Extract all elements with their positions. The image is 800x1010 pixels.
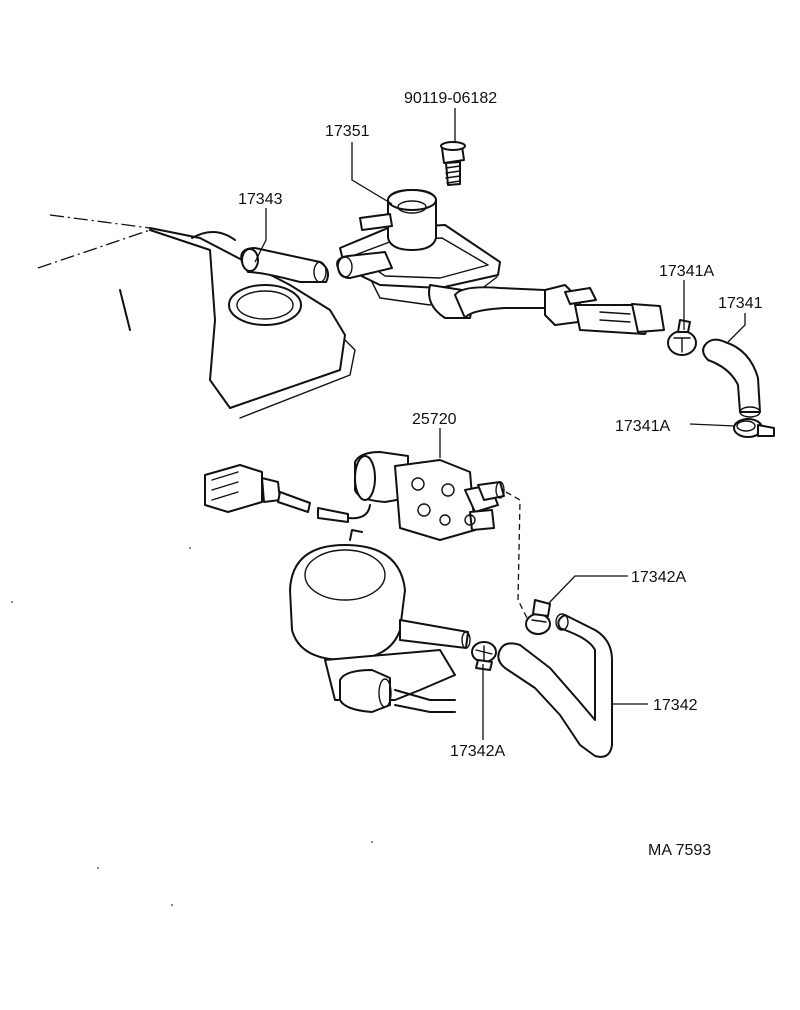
label-hose-bottom: 17342 xyxy=(653,697,698,714)
clamp-17341a-upper xyxy=(667,319,697,356)
hose-17343 xyxy=(240,247,329,283)
label-clamp-a-right: 17341A xyxy=(615,418,670,435)
label-clamp-b-upper: 17342A xyxy=(631,569,686,586)
clamp-17342a-upper xyxy=(525,599,551,635)
label-bolt: 90119-06182 xyxy=(404,90,497,107)
label-clamp-b-lower: 17342A xyxy=(450,743,505,760)
hose-17342 xyxy=(497,613,613,758)
scan-specks xyxy=(11,547,373,906)
label-vsv-mid: 25720 xyxy=(412,411,457,428)
vacuum-modulator xyxy=(289,529,471,713)
label-hose-top: 17343 xyxy=(238,191,283,208)
label-diagram-code: MA 7593 xyxy=(648,842,711,859)
vsv-25720 xyxy=(354,451,505,541)
connector-cluster xyxy=(544,284,665,335)
clamp-17342a-lower xyxy=(471,641,497,671)
routing-dashed-line xyxy=(505,491,529,621)
vsv-17351 xyxy=(336,189,551,319)
leader-lines xyxy=(254,108,746,740)
clamp-17341a-lower xyxy=(733,418,775,438)
part-labels: 90119-06182 17351 17343 17341A 17341 173… xyxy=(238,90,763,859)
bolt-90119-06182 xyxy=(440,141,466,186)
electrical-connector xyxy=(204,464,371,523)
label-vsv-top: 17351 xyxy=(325,123,370,140)
label-hose-right: 17341 xyxy=(718,295,763,312)
engine-body xyxy=(37,214,356,419)
hose-17341 xyxy=(702,338,761,418)
label-clamp-a-top: 17341A xyxy=(659,263,714,280)
